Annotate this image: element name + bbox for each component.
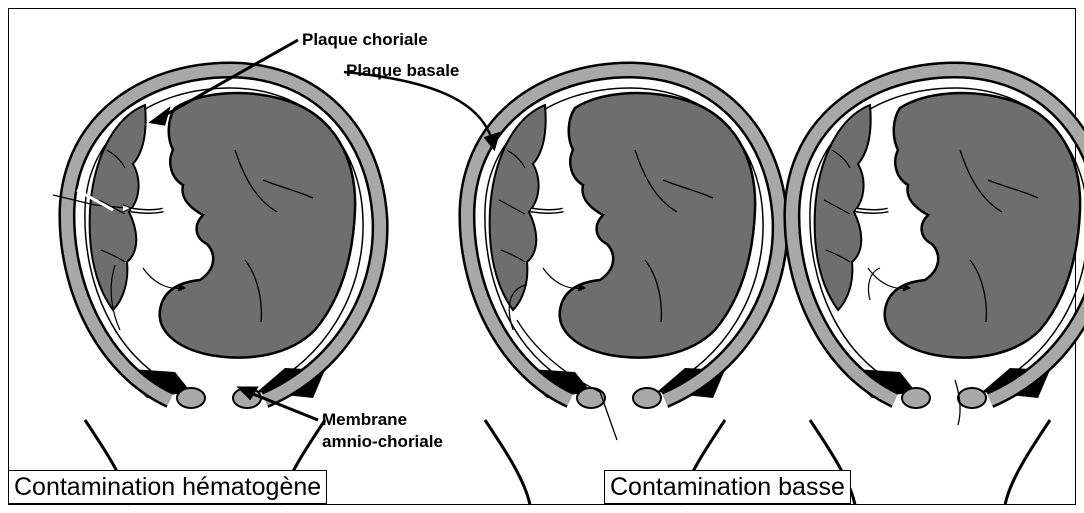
label-basal-plate: Plaque basale (346, 61, 459, 81)
uterus-figure-ascending-2 (792, 70, 1084, 505)
label-chorionic-plate: Plaque choriale (302, 30, 428, 50)
caption-ascending: Contamination basse (604, 470, 851, 504)
label-membrane-line2: amnio-choriale (322, 432, 443, 452)
caption-hematogenous: Contamination hématogène (8, 470, 327, 504)
uterus-figure-ascending-1 (467, 70, 780, 505)
label-membrane-line1: Membrane (322, 410, 407, 430)
